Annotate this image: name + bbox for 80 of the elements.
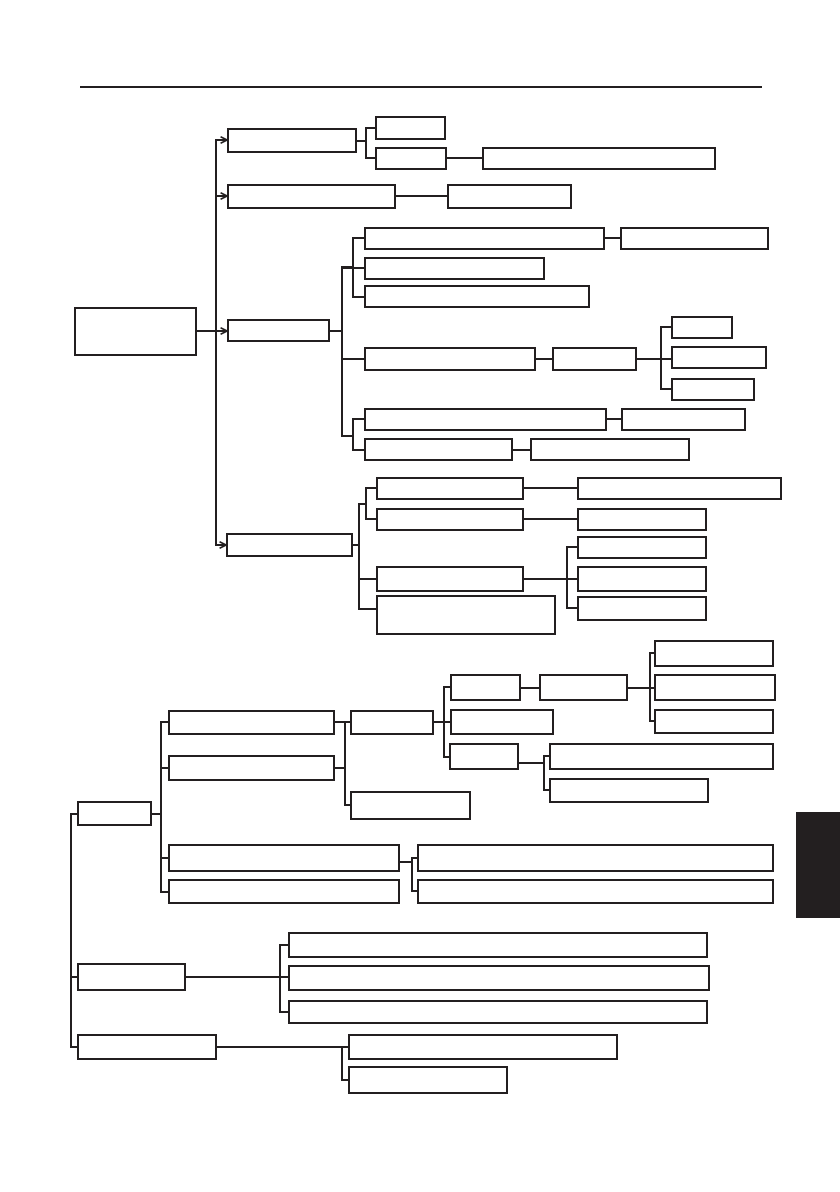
connector-line bbox=[523, 546, 578, 609]
blank-box bbox=[671, 346, 767, 369]
blank-box bbox=[549, 743, 774, 770]
blank-box bbox=[77, 1034, 217, 1060]
blank-box bbox=[227, 128, 357, 153]
connector-line bbox=[395, 195, 448, 197]
blank-box bbox=[417, 844, 774, 872]
blank-box bbox=[348, 1066, 508, 1094]
blank-box bbox=[552, 347, 637, 371]
blank-box bbox=[376, 595, 556, 635]
blank-box bbox=[364, 227, 605, 250]
blank-box bbox=[348, 1034, 618, 1060]
blank-box bbox=[168, 710, 335, 735]
connector-line bbox=[70, 813, 78, 1048]
connector-line bbox=[329, 237, 365, 451]
blank-box bbox=[539, 674, 628, 701]
blank-box bbox=[671, 378, 755, 401]
connector-line bbox=[433, 686, 451, 758]
blank-box bbox=[654, 709, 774, 734]
blank-box bbox=[577, 477, 782, 500]
blank-box bbox=[577, 566, 707, 592]
connector-line bbox=[185, 944, 289, 1013]
blank-box bbox=[226, 533, 353, 557]
blank-box bbox=[375, 147, 447, 170]
connector-line bbox=[334, 721, 351, 806]
connector-line bbox=[446, 157, 483, 159]
connector-line bbox=[518, 755, 550, 791]
blank-box bbox=[364, 408, 607, 431]
blank-box bbox=[671, 316, 733, 339]
blank-box bbox=[450, 674, 521, 701]
connector-line bbox=[151, 721, 169, 893]
blank-box bbox=[530, 438, 690, 461]
blank-box bbox=[288, 932, 708, 958]
blank-box bbox=[168, 844, 400, 872]
blank-box bbox=[227, 319, 330, 342]
connector-line bbox=[523, 518, 578, 520]
blank-box bbox=[288, 965, 710, 991]
connector-line bbox=[216, 1046, 349, 1081]
blank-box bbox=[350, 710, 434, 735]
connector-line bbox=[356, 127, 376, 159]
blank-box bbox=[577, 508, 707, 531]
blank-box bbox=[74, 307, 197, 356]
blank-box bbox=[417, 879, 774, 904]
blank-box bbox=[621, 408, 746, 431]
blank-box bbox=[364, 438, 513, 461]
blank-box bbox=[620, 227, 769, 250]
blank-box bbox=[350, 791, 471, 820]
connector-line bbox=[520, 687, 540, 689]
blank-box bbox=[654, 640, 774, 667]
blank-box bbox=[449, 743, 519, 770]
connector-line bbox=[512, 449, 531, 451]
blank-box bbox=[288, 1000, 708, 1024]
connector-line bbox=[535, 358, 553, 360]
blank-box bbox=[577, 536, 707, 559]
blank-box bbox=[227, 184, 396, 209]
blank-box bbox=[77, 801, 152, 826]
blank-box bbox=[549, 778, 709, 803]
blank-box bbox=[375, 116, 446, 140]
blank-box bbox=[364, 257, 545, 280]
blank-box bbox=[376, 477, 524, 500]
blank-box bbox=[376, 508, 524, 531]
blank-box bbox=[168, 879, 400, 904]
blank-box bbox=[168, 755, 335, 781]
blank-box bbox=[364, 285, 590, 308]
connector-line bbox=[606, 418, 622, 420]
blank-box bbox=[450, 709, 554, 735]
connector-line bbox=[352, 487, 377, 610]
connector-line bbox=[604, 237, 621, 239]
blank-box bbox=[577, 596, 707, 621]
connector-line bbox=[636, 326, 672, 390]
blank-box bbox=[77, 963, 186, 991]
blank-box bbox=[482, 147, 716, 170]
arrow bbox=[196, 330, 227, 549]
blank-box bbox=[447, 184, 572, 209]
blank-box bbox=[376, 566, 524, 592]
connector-line bbox=[627, 652, 655, 722]
connector-line bbox=[399, 857, 418, 892]
connector-line bbox=[523, 487, 578, 489]
blank-box bbox=[654, 674, 776, 701]
blank-box bbox=[364, 347, 536, 371]
